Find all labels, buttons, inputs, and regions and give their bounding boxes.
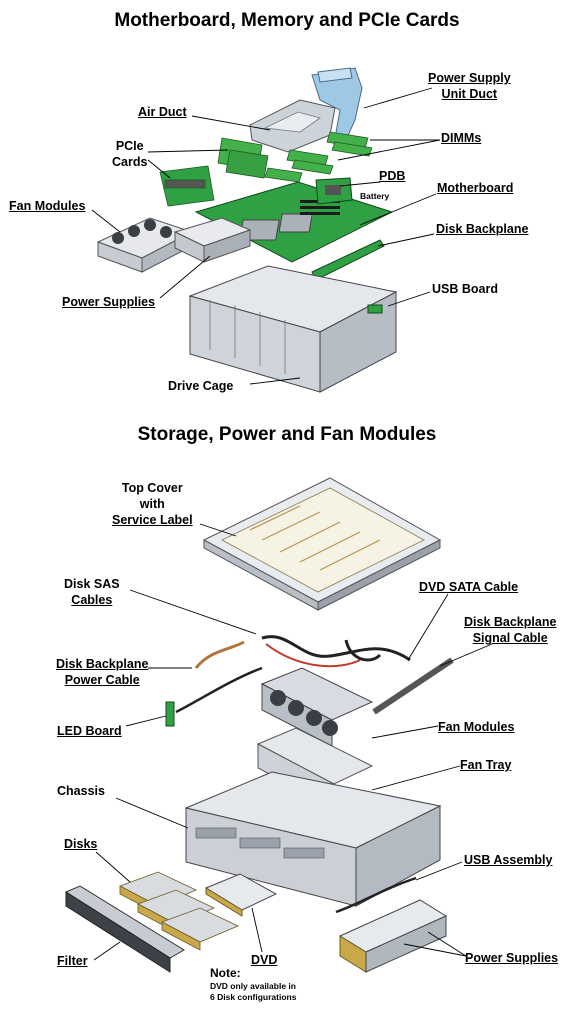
dimms [264, 131, 373, 183]
label-dvd-sata-cable: DVD SATA Cable [419, 580, 519, 594]
filter [64, 885, 185, 973]
label-fan-modules-bottom: Fan Modules [438, 720, 515, 734]
chassis [184, 771, 442, 907]
pdb [315, 177, 353, 205]
cables [175, 635, 454, 715]
label-pcie-cards: PCIe Cards [112, 139, 148, 169]
backplane-signal-cable [372, 657, 454, 715]
section-title-bottom: Storage, Power and Fan Modules [137, 424, 437, 445]
label-pdb: PDB [379, 169, 406, 183]
usb-assembly [335, 876, 417, 914]
dvd-note: Note: DVD only available in 6 Disk confi… [210, 966, 297, 1002]
label-disk-backplane-power-cable: Disk Backplane Power Cable [56, 657, 149, 687]
label-led-board: LED Board [57, 724, 122, 738]
label-disk-backplane-top: Disk Backplane [436, 222, 529, 236]
disks [119, 871, 239, 951]
label-usb-assembly: USB Assembly [464, 853, 553, 867]
top-cover [202, 477, 442, 611]
power-supplies-bottom [338, 899, 448, 973]
label-chassis: Chassis [57, 784, 105, 798]
label-drive-cage: Drive Cage [168, 379, 234, 393]
label-fan-tray: Fan Tray [460, 758, 512, 772]
leader-lines-top [91, 87, 441, 385]
label-disk-backplane-signal-cable: Disk Backplane Signal Cable [464, 615, 557, 645]
label-dimms: DIMMs [441, 131, 482, 145]
air-duct [249, 99, 336, 153]
drive-cage-chassis [188, 265, 398, 393]
fan-modules-bottom [260, 667, 374, 747]
led-board [165, 701, 175, 727]
leader-lines-bottom [93, 523, 493, 961]
label-psu-unit-duct: Power Supply Unit Duct [428, 71, 511, 101]
label-air-duct: Air Duct [138, 105, 187, 119]
usb-board [367, 304, 383, 314]
section-title-top: Motherboard, Memory and PCIe Cards [114, 10, 460, 31]
label-usb-board: USB Board [432, 282, 498, 296]
label-filter: Filter [57, 954, 88, 968]
label-motherboard: Motherboard [437, 181, 514, 195]
label-power-supplies-bottom: Power Supplies [465, 951, 559, 965]
label-dvd: DVD [251, 953, 278, 967]
power-supplies-top [173, 217, 252, 263]
dvd-drive [204, 873, 278, 917]
label-battery: Battery [360, 191, 390, 201]
label-fan-modules-top: Fan Modules [9, 199, 86, 213]
label-power-supplies-top: Power Supplies [62, 295, 156, 309]
pcie-cards [159, 137, 269, 207]
label-disk-sas-cables: Disk SAS Cables [64, 577, 120, 607]
label-top-cover: Top Cover with Service Label [112, 481, 193, 527]
label-disks: Disks [64, 837, 98, 851]
